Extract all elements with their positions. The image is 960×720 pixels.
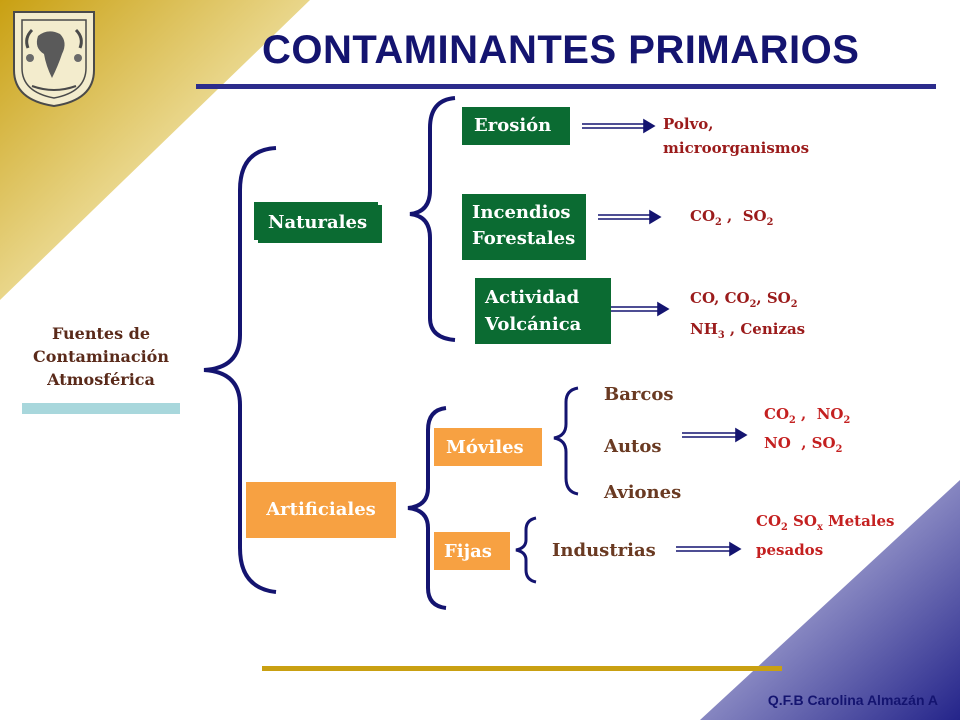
source-line-1: Fuentes de [51, 324, 151, 343]
moviles-label: Móviles [446, 437, 524, 458]
volcanica-s2: 2 [790, 299, 798, 310]
fijas-label: Fijas [444, 541, 492, 562]
arrow-moviles [682, 427, 748, 443]
moviles-item-autos: Autos [604, 436, 662, 457]
fijas-p2: SO [787, 512, 817, 530]
moviles-result: CO2 , NO2 NO , SO2 [764, 403, 850, 461]
moviles-s3: 2 [835, 444, 843, 455]
page-title: CONTAMINANTES PRIMARIOS [262, 28, 860, 72]
moviles-p1: CO [764, 405, 790, 423]
volcanica-line-2: Volcánica [485, 314, 582, 335]
arrow-volcanica [606, 301, 670, 317]
fijas-box: Fijas [434, 532, 510, 570]
moviles-s1: 2 [789, 415, 796, 426]
source-label: Fuentes de Contaminación Atmosférica [20, 322, 182, 391]
incendios-co: CO [690, 207, 716, 225]
naturales-brace [409, 96, 456, 342]
artificiales-box: Artificiales [246, 482, 396, 538]
fijas-result: CO2 SOx Metales pesados [756, 510, 894, 561]
erosion-result-line-1: Polvo, [663, 115, 714, 133]
fijas-s1: 2 [781, 522, 788, 533]
artificiales-brace [407, 406, 447, 610]
naturales-label: Naturales [268, 212, 368, 233]
fijas-s2: x [816, 522, 823, 533]
erosion-result-line-2: microorganismos [663, 139, 810, 157]
volcanica-s3: 3 [717, 330, 725, 341]
arrow-fijas [676, 541, 742, 557]
source-underline-bar [22, 403, 180, 414]
volcanica-result-line-1: CO, CO2, SO2 [690, 286, 805, 317]
title-underline [196, 84, 936, 89]
moviles-result-line-1: CO2 , NO2 [764, 403, 850, 432]
incendios-co-sub: 2 [715, 217, 722, 228]
moviles-p3: NO , SO [764, 434, 836, 452]
fijas-brace [515, 516, 537, 584]
arrow-erosion [582, 118, 656, 134]
incendios-result: CO2 , SO2 [690, 207, 773, 228]
source-line-2: Contaminación [33, 347, 169, 366]
moviles-s2: 2 [843, 415, 851, 426]
moviles-item-aviones: Aviones [604, 482, 682, 503]
incendios-sep: , SO [721, 207, 767, 225]
moviles-item-barcos: Barcos [604, 384, 674, 405]
incendios-line-1: Incendios [472, 202, 571, 223]
volcanica-s1: 2 [749, 299, 757, 310]
fijas-item-industrias: Industrias [552, 540, 656, 561]
moviles-box: Móviles [434, 428, 542, 466]
moviles-brace [553, 386, 579, 496]
arrow-incendios [598, 209, 662, 225]
bottom-gold-line [262, 666, 782, 671]
moviles-result-line-2: NO , SO2 [764, 432, 850, 461]
volcanica-p1: CO, CO [690, 289, 750, 307]
fijas-result-line-1: CO2 SOx Metales [756, 510, 894, 539]
incendios-line-2: Forestales [472, 228, 576, 249]
volcanica-p3: NH [690, 320, 718, 338]
volcanica-line-1: Actividad [485, 287, 580, 308]
source-line-3: Atmosférica [47, 370, 155, 389]
moviles-p2: , NO [795, 405, 844, 423]
volcanica-box: Actividad Volcánica [475, 278, 611, 344]
naturales-box: Naturales [258, 205, 382, 243]
incendios-so-sub: 2 [766, 217, 774, 228]
fijas-p1: CO [756, 512, 782, 530]
erosion-box: Erosión [462, 107, 570, 145]
volcanica-p4: , Cenizas [724, 320, 806, 338]
erosion-result: Polvo, microorganismos [663, 112, 809, 160]
volcanica-result-line-2: NH3 , Cenizas [690, 317, 805, 348]
main-brace [203, 146, 277, 594]
navy-corner-triangle [700, 480, 960, 720]
erosion-label: Erosión [474, 115, 552, 136]
university-seal-logo [13, 11, 95, 108]
volcanica-p2: , SO [756, 289, 791, 307]
fijas-p3: Metales [822, 512, 895, 530]
volcanica-result: CO, CO2, SO2 NH3 , Cenizas [690, 286, 805, 348]
incendios-box: Incendios Forestales [462, 194, 586, 260]
fijas-result-line-2: pesados [756, 541, 824, 559]
artificiales-label: Artificiales [266, 499, 376, 520]
author-credit: Q.F.B Carolina Almazán A [767, 692, 938, 708]
